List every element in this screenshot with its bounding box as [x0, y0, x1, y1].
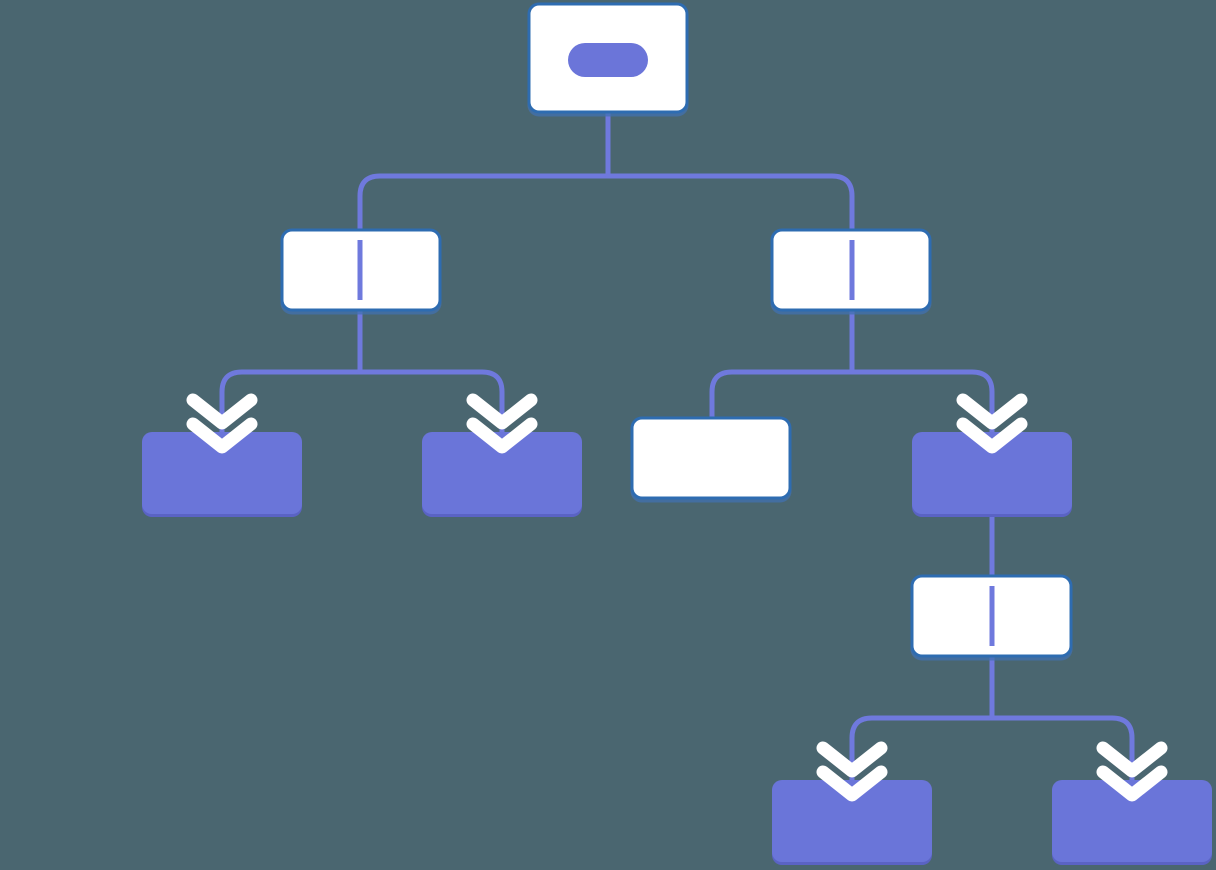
overlay-layer — [186, 240, 1168, 802]
chevron-upper-icon — [1096, 741, 1168, 778]
arrowhead-double-chevron-down-icon — [1096, 741, 1168, 802]
chevron-upper-icon — [186, 393, 258, 430]
node-n5-purple-card[interactable] — [422, 432, 582, 514]
node-n10-purple-card[interactable] — [1052, 780, 1212, 862]
node-body — [1052, 780, 1212, 862]
node-n6-white-card[interactable] — [630, 416, 792, 500]
node-n4-purple-card[interactable] — [142, 432, 302, 514]
node-n7-purple-card[interactable] — [912, 432, 1072, 514]
arrowhead-double-chevron-down-icon — [466, 393, 538, 454]
edge-layer — [219, 112, 1135, 788]
edge-n2-to-n5 — [357, 310, 505, 440]
node-body — [912, 432, 1072, 514]
chevron-lower-icon — [1096, 765, 1168, 802]
chevron-upper-icon — [466, 393, 538, 430]
chevron-upper-icon — [816, 741, 888, 778]
edge-n8-to-n10 — [989, 656, 1135, 788]
edge-n1-to-n3 — [605, 112, 855, 310]
arrowhead-double-chevron-down-icon — [956, 393, 1028, 454]
node-n1-root-card[interactable] — [527, 2, 689, 114]
chevron-lower-icon — [466, 417, 538, 454]
chevron-lower-icon — [956, 417, 1028, 454]
node-n9-purple-card[interactable] — [772, 780, 932, 862]
node-body — [142, 432, 302, 514]
chevron-lower-icon — [186, 417, 258, 454]
node-body — [422, 432, 582, 514]
arrowhead-double-chevron-down-icon — [816, 741, 888, 802]
edge-n3-to-n7 — [849, 310, 995, 440]
arrowhead-double-chevron-down-icon — [186, 393, 258, 454]
node-layer — [142, 2, 1212, 862]
root-pill-badge — [568, 43, 648, 77]
chevron-upper-icon — [956, 393, 1028, 430]
node-body — [630, 416, 792, 500]
node-body — [772, 780, 932, 862]
edge-n2-to-n4 — [219, 310, 363, 440]
edge-n3-to-n6 — [709, 310, 855, 418]
edge-n8-to-n9 — [849, 656, 995, 788]
chevron-lower-icon — [816, 765, 888, 802]
